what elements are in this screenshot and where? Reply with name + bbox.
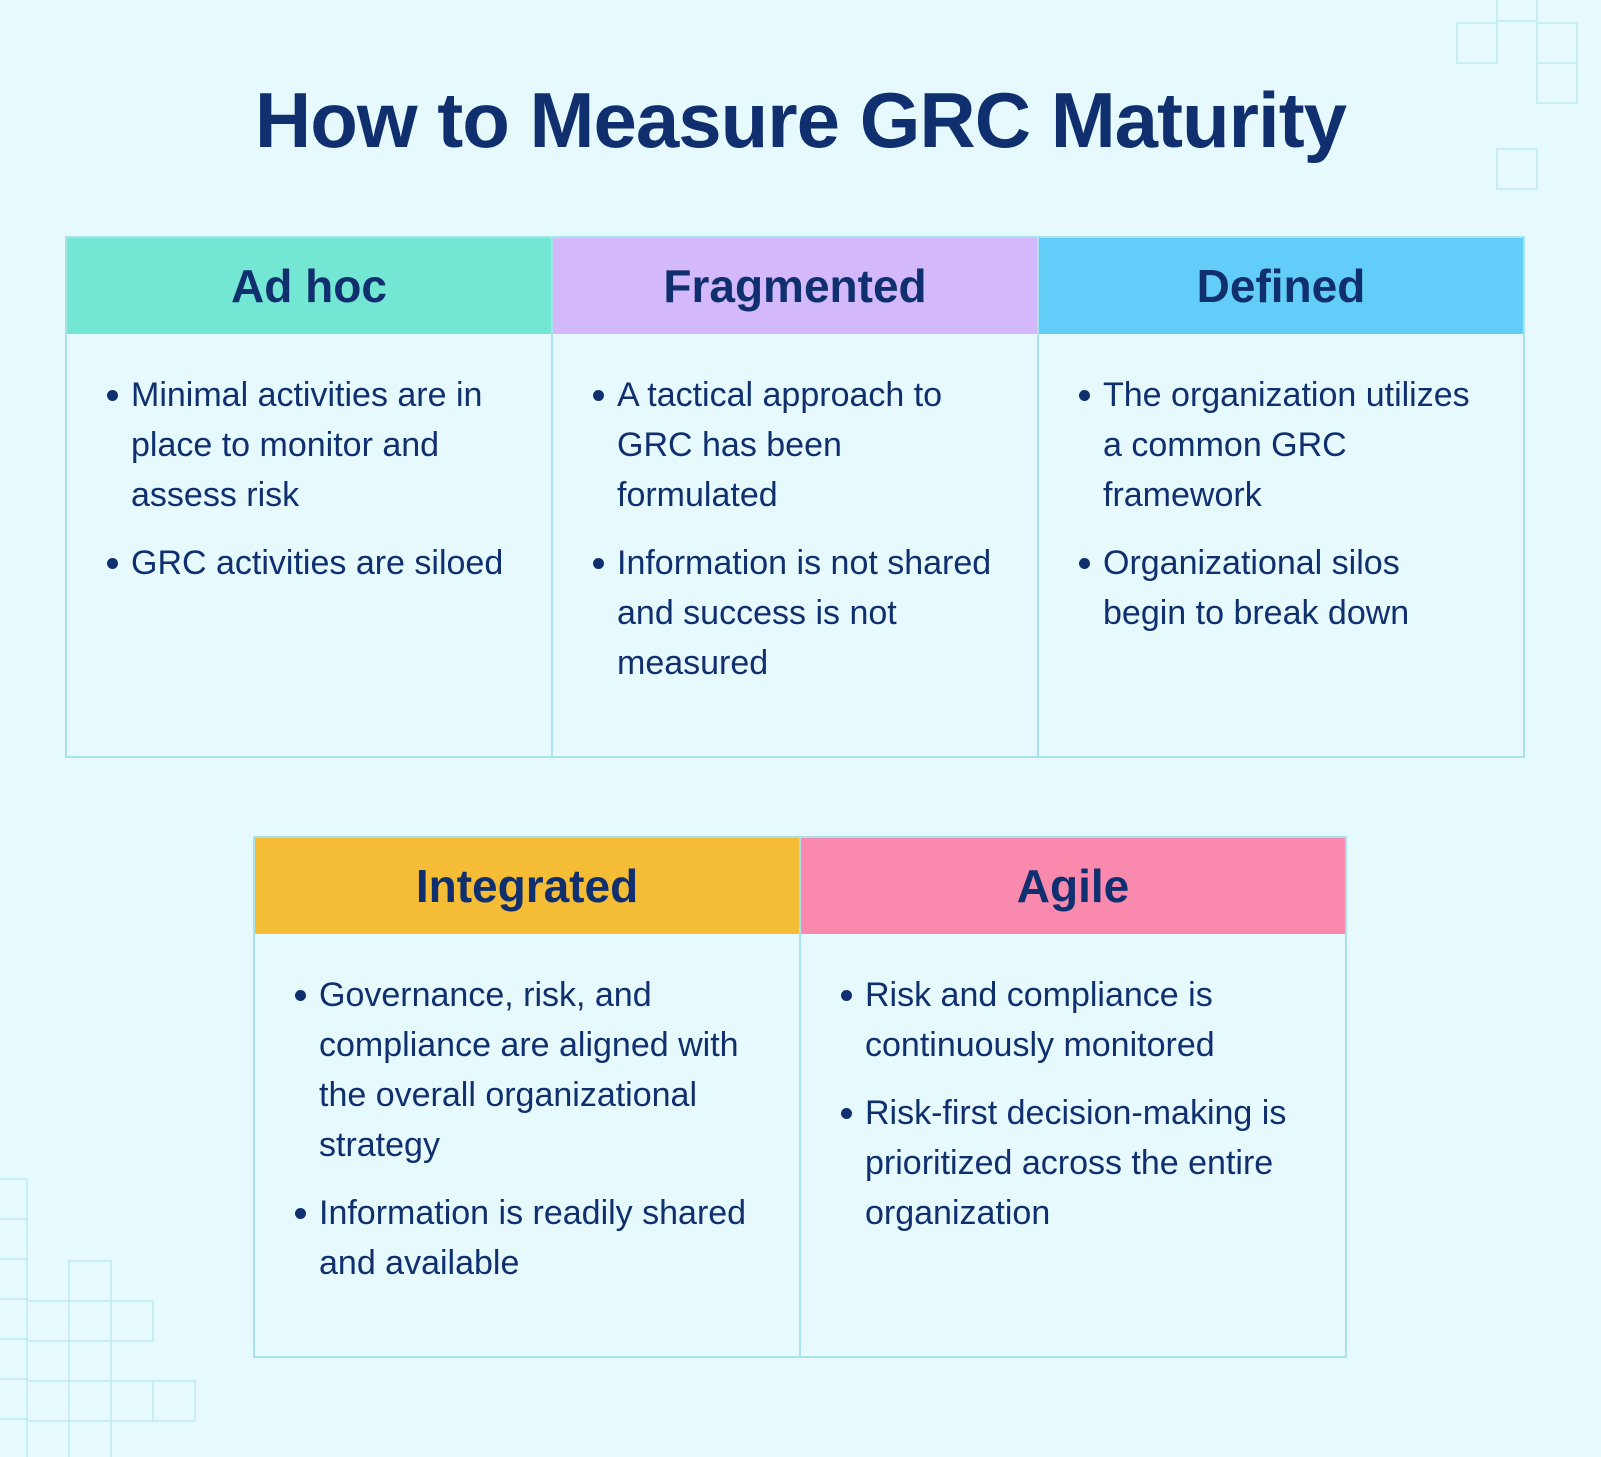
decorative-grid-square xyxy=(68,1420,112,1457)
decorative-grid-square xyxy=(0,1218,28,1260)
decorative-grid-square xyxy=(152,1380,196,1422)
decorative-grid-square xyxy=(0,1298,28,1340)
stage-body-defined: The organization utilizes a common GRC f… xyxy=(1039,334,1523,756)
maturity-row-bottom: Integrated Governance, risk, and complia… xyxy=(253,836,1347,1358)
decorative-grid-square xyxy=(0,1378,28,1420)
stage-points: A tactical approach to GRC has been form… xyxy=(593,370,997,688)
stage-body-fragmented: A tactical approach to GRC has been form… xyxy=(553,334,1037,756)
stage-point: Governance, risk, and compliance are ali… xyxy=(295,970,759,1170)
stage-header-ad-hoc: Ad hoc xyxy=(67,238,551,334)
decorative-grid-square xyxy=(26,1340,70,1382)
decorative-grid-square xyxy=(68,1380,112,1422)
stage-header-defined: Defined xyxy=(1039,238,1523,334)
decorative-grid-square xyxy=(0,1418,28,1457)
stage-points: The organization utilizes a common GRC f… xyxy=(1079,370,1483,638)
stage-point: Information is not shared and success is… xyxy=(593,538,997,688)
decorative-grid-square xyxy=(26,1300,70,1342)
stage-points: Minimal activities are in place to monit… xyxy=(107,370,511,588)
stage-ad-hoc: Ad hoc Minimal activities are in place t… xyxy=(65,236,553,758)
stage-point: The organization utilizes a common GRC f… xyxy=(1079,370,1483,520)
stage-body-ad-hoc: Minimal activities are in place to monit… xyxy=(67,334,551,756)
decorative-grid-square xyxy=(68,1300,112,1342)
decorative-grid-square xyxy=(1496,0,1538,22)
decorative-grid-square xyxy=(26,1380,70,1422)
stage-header-fragmented: Fragmented xyxy=(553,238,1037,334)
stage-agile: Agile Risk and compliance is continuousl… xyxy=(801,836,1347,1358)
stage-body-integrated: Governance, risk, and compliance are ali… xyxy=(255,934,799,1356)
stage-defined: Defined The organization utilizes a comm… xyxy=(1039,236,1525,758)
decorative-grid-square xyxy=(110,1300,154,1342)
decorative-grid-square xyxy=(26,1420,70,1457)
stage-point: GRC activities are siloed xyxy=(107,538,511,588)
stage-point: Information is readily shared and availa… xyxy=(295,1188,759,1288)
decorative-grid-square xyxy=(68,1340,112,1382)
stage-fragmented: Fragmented A tactical approach to GRC ha… xyxy=(553,236,1039,758)
decorative-grid-square xyxy=(1536,22,1578,64)
stage-point: Risk-first decision-making is prioritize… xyxy=(841,1088,1305,1238)
stage-points: Risk and compliance is continuously moni… xyxy=(841,970,1305,1238)
decorative-grid-square xyxy=(110,1380,154,1422)
decorative-grid-square xyxy=(0,1338,28,1380)
decorative-grid-square xyxy=(1456,22,1498,64)
stage-header-integrated: Integrated xyxy=(255,838,799,934)
stage-header-agile: Agile xyxy=(801,838,1345,934)
stage-point: Organizational silos begin to break down xyxy=(1079,538,1483,638)
decorative-grid-square xyxy=(0,1258,28,1300)
stage-body-agile: Risk and compliance is continuously moni… xyxy=(801,934,1345,1356)
stage-point: Minimal activities are in place to monit… xyxy=(107,370,511,520)
stage-point: Risk and compliance is continuously moni… xyxy=(841,970,1305,1070)
decorative-grid-square xyxy=(68,1260,112,1302)
stage-points: Governance, risk, and compliance are ali… xyxy=(295,970,759,1288)
maturity-row-top: Ad hoc Minimal activities are in place t… xyxy=(65,236,1525,758)
decorative-grid-square xyxy=(1536,62,1578,104)
page-title: How to Measure GRC Maturity xyxy=(254,76,1347,164)
stage-point: A tactical approach to GRC has been form… xyxy=(593,370,997,520)
stage-integrated: Integrated Governance, risk, and complia… xyxy=(253,836,801,1358)
decorative-grid-square xyxy=(1496,148,1538,190)
decorative-grid-square xyxy=(0,1178,28,1220)
